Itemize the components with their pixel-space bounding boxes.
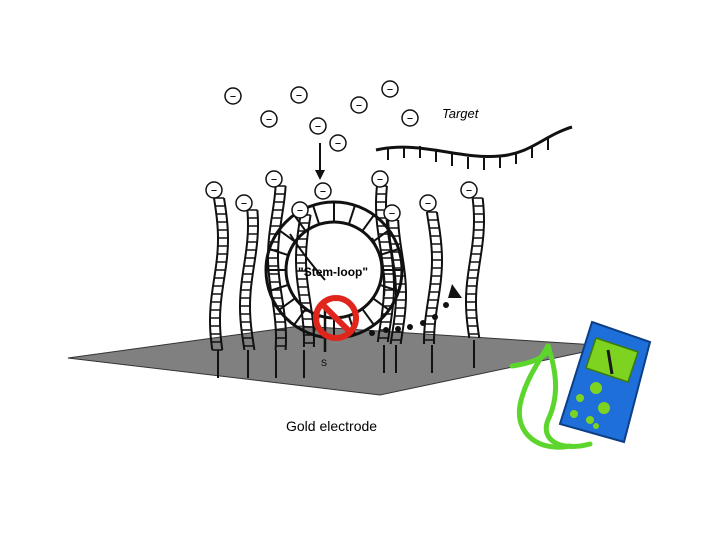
multimeter-icon [558,320,652,444]
sulfur-label: S [321,358,327,368]
negative-ion-icon: – [235,194,253,212]
negative-ion-icon: – [309,117,327,135]
negative-ion-icon: – [291,201,309,219]
negative-ion-icon: – [419,194,437,212]
negative-ion-icon: – [314,182,332,200]
negative-ion-icon: – [290,86,308,104]
electrode-label: Gold electrode [286,418,377,434]
negative-ion-icon: – [381,80,399,98]
svg-text:–: – [407,111,414,126]
svg-text:–: – [389,206,396,221]
svg-text:–: – [335,136,342,151]
svg-text:–: – [296,88,303,103]
negative-ion-icon: – [260,110,278,128]
svg-text:–: – [377,172,384,187]
svg-text:–: – [356,98,363,113]
negative-ion-icon: – [383,204,401,222]
svg-text:–: – [387,82,394,97]
probe-strand [239,209,259,378]
svg-text:–: – [241,196,248,211]
negative-ion-icon: – [265,170,283,188]
target-strand [375,125,573,170]
svg-text:–: – [425,196,432,211]
svg-text:–: – [297,203,304,218]
negative-ion-icon: – [329,134,347,152]
negative-ion-icon: – [350,96,368,114]
svg-text:–: – [230,89,237,104]
svg-text:–: – [211,183,218,198]
negative-ion-icon: – [460,181,478,199]
target-label: Target [442,106,480,121]
stem-loop-label: "Stem-loop" [298,265,368,279]
meter-wire [509,343,593,450]
negative-ion-icon: – [371,170,389,188]
svg-text:–: – [320,184,327,199]
svg-text:–: – [271,172,278,187]
probe-strand [464,197,485,368]
svg-text:–: – [266,112,273,127]
arrow-down-icon [315,143,325,180]
svg-text:–: – [466,183,473,198]
negative-ions: ––––––––––––––––– [205,80,478,222]
svg-text:–: – [315,119,322,134]
probe-strand [267,185,287,378]
negative-ion-icon: – [205,181,223,199]
probe-strand [387,219,407,373]
probe-strand [423,211,443,373]
probe-strand [209,197,229,378]
negative-ion-icon: – [401,109,419,127]
electron-transfer-path [369,284,462,336]
negative-ion-icon: – [224,87,242,105]
prohibition-icon [313,295,359,341]
